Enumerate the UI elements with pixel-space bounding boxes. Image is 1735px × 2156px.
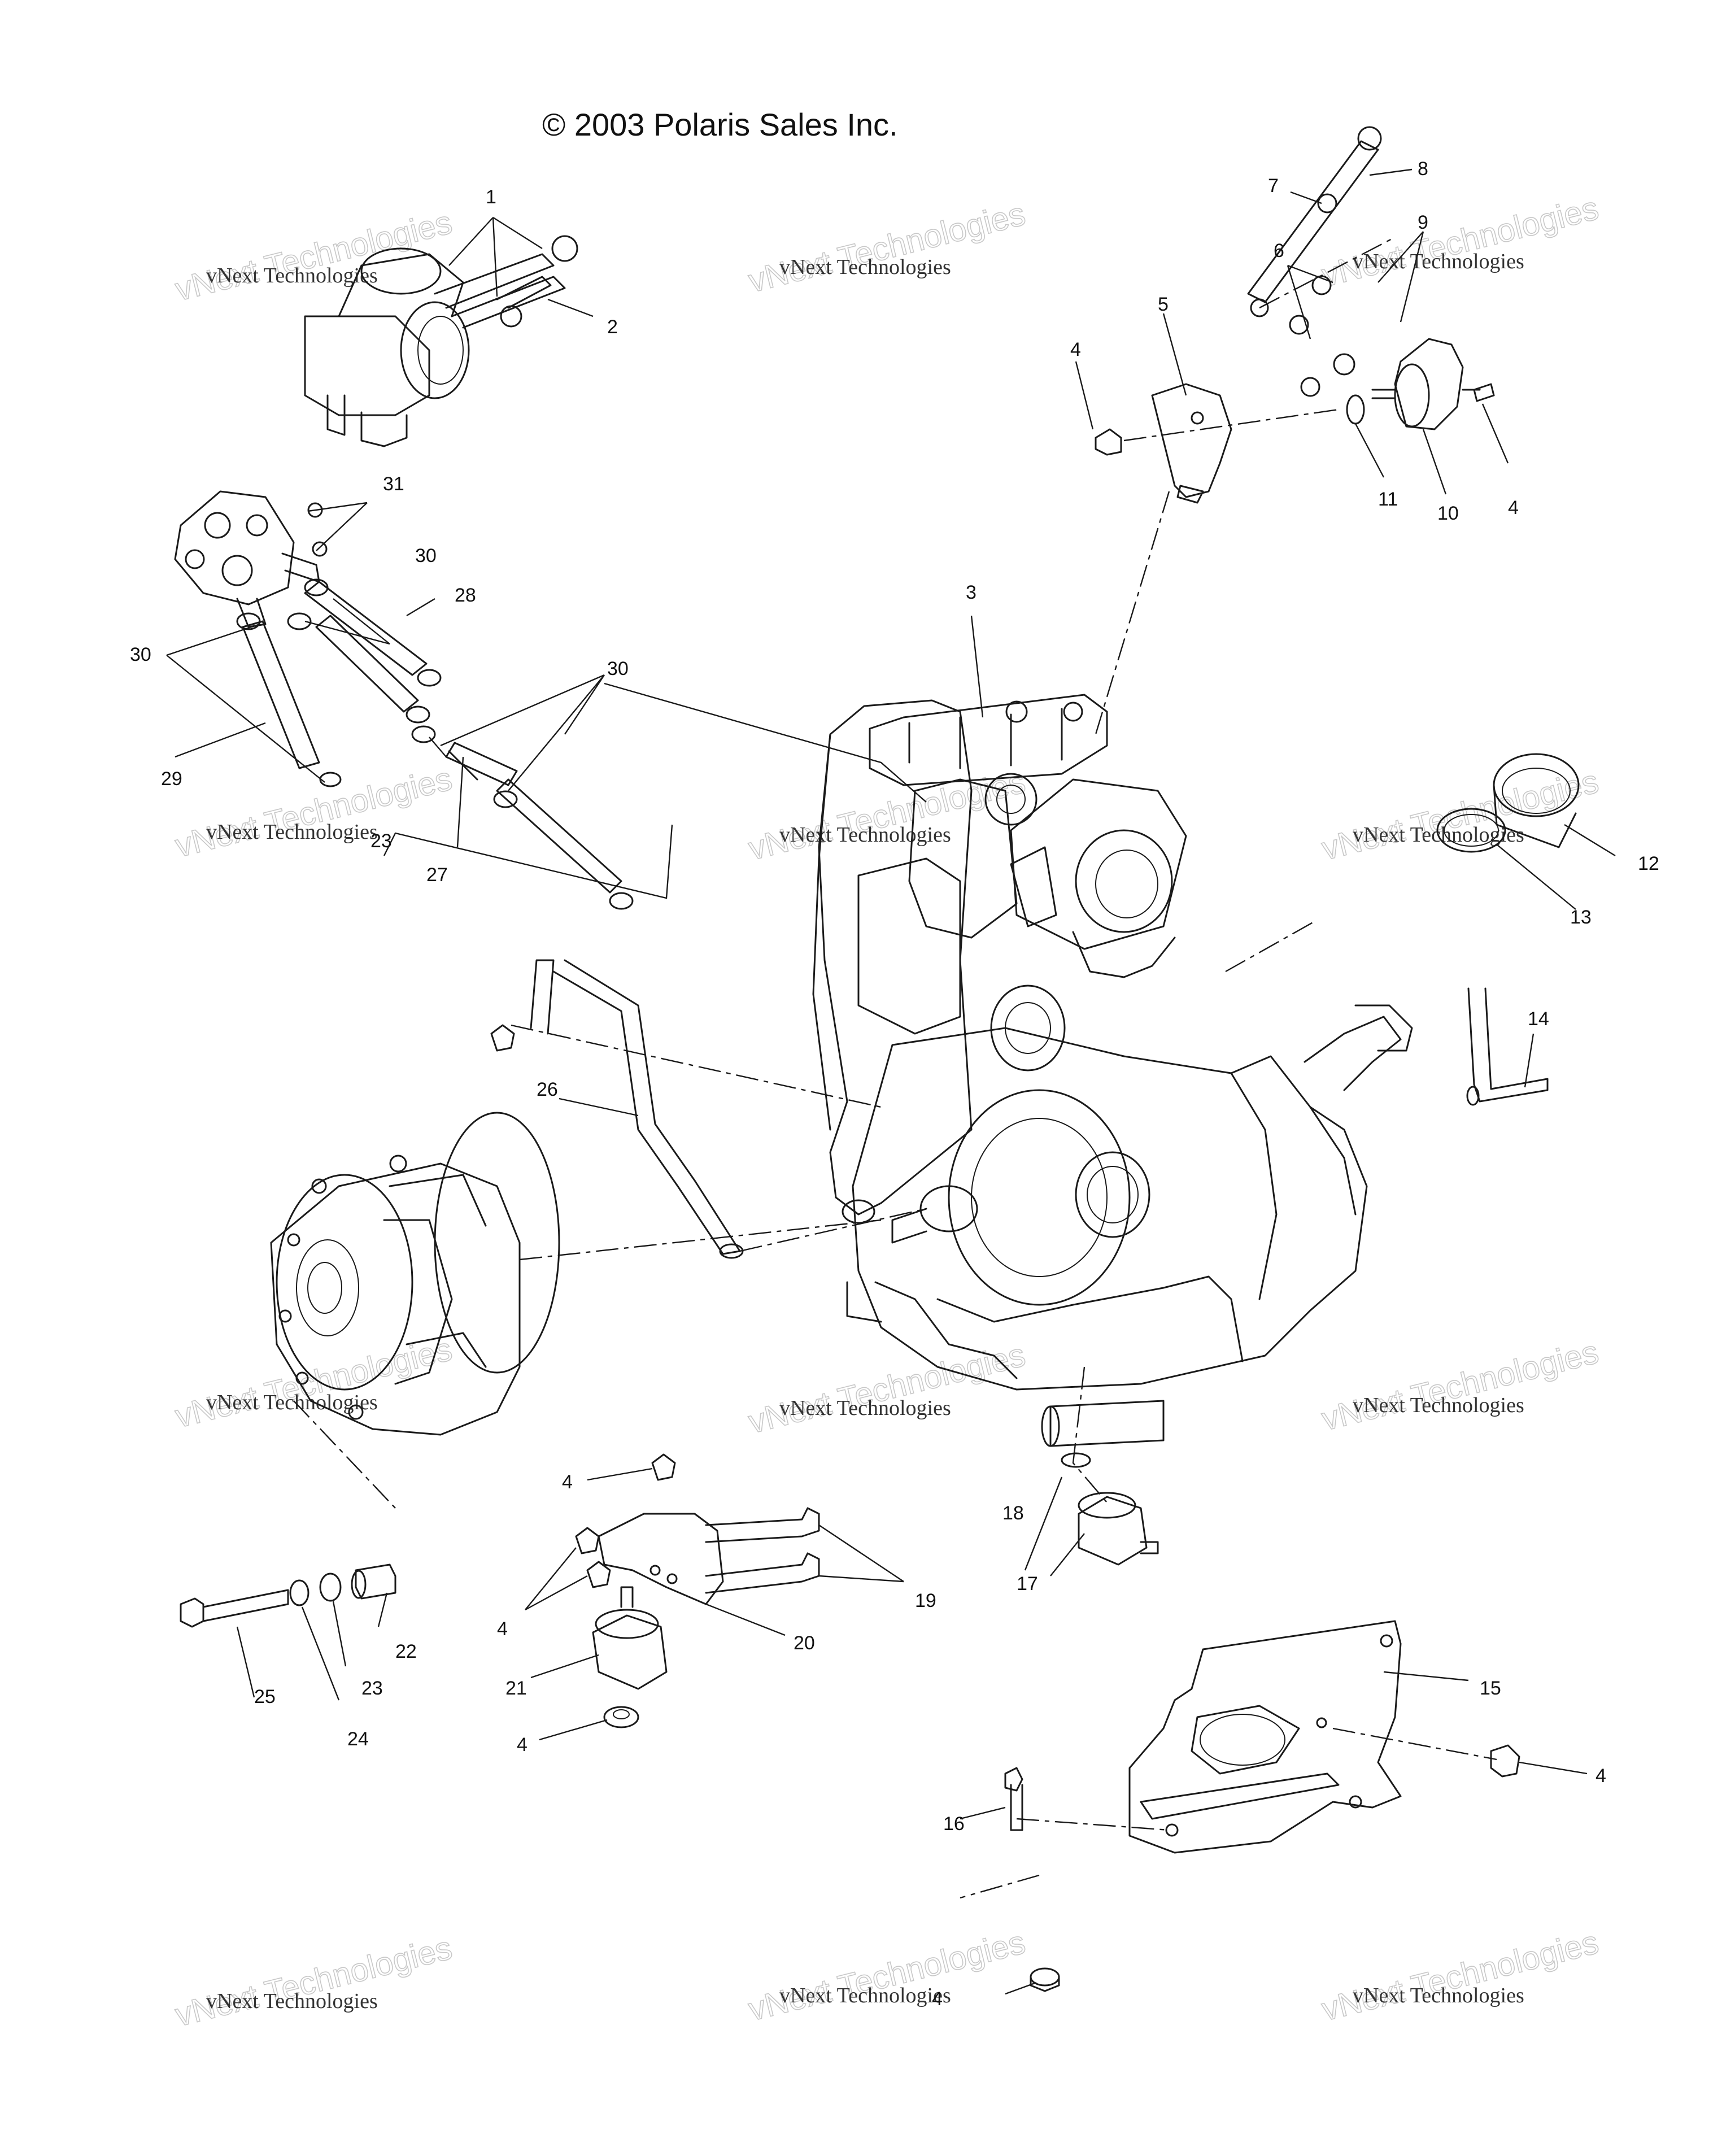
callout-6: 6 <box>1274 240 1284 262</box>
callout-26: 26 <box>537 1079 558 1100</box>
upper-mount-bracket <box>1095 126 1495 504</box>
callout-4: 4 <box>1508 497 1519 519</box>
callout-4: 4 <box>497 1618 508 1640</box>
svg-text:vNext Technologies: vNext Technologies <box>745 1336 1029 1440</box>
breather-line <box>1466 987 1549 1106</box>
callout-27: 27 <box>426 864 448 886</box>
callout-4: 4 <box>1595 1765 1606 1787</box>
callout-4: 4 <box>932 1988 943 2010</box>
callout-2: 2 <box>607 316 618 338</box>
callout-11: 11 <box>1378 489 1398 510</box>
callout-23: 23 <box>361 1678 383 1699</box>
callout-9: 9 <box>1418 212 1428 233</box>
callout-22: 22 <box>395 1641 417 1662</box>
callout-21: 21 <box>505 1678 527 1699</box>
callout-15: 15 <box>1480 1678 1501 1699</box>
svg-text:vNext Technologies: vNext Technologies <box>206 264 378 288</box>
svg-text:vNext Technologies: vNext Technologies <box>779 255 951 279</box>
mount-plate <box>1004 1620 1520 1992</box>
svg-text:vNext Technologies: vNext Technologies <box>1318 1924 1602 2028</box>
callout-14: 14 <box>1528 1008 1549 1030</box>
watermark: vNext Technologies vNext Technologies <box>744 195 1029 300</box>
watermark: vNext Technologies vNext Technologies <box>744 1923 1029 2028</box>
callout-5: 5 <box>1158 294 1169 315</box>
watermark: vNext Technologies vNext Technologies <box>171 760 456 865</box>
svg-text:vNext Technologies: vNext Technologies <box>745 1924 1029 2028</box>
callout-30: 30 <box>607 658 629 680</box>
callout-30: 30 <box>415 545 437 567</box>
callout-4: 4 <box>1070 339 1081 360</box>
callout-30: 30 <box>130 644 151 665</box>
svg-text:vNext Technologies: vNext Technologies <box>745 195 1029 299</box>
lower-left-mount-bracket <box>575 1453 820 1728</box>
watermark: vNext Technologies vNext Technologies <box>171 1330 456 1435</box>
svg-text:vNext Technologies: vNext Technologies <box>1353 1393 1524 1417</box>
fuel-pump-assembly <box>174 490 328 628</box>
callout-18: 18 <box>1002 1502 1024 1524</box>
svg-text:vNext Technologies: vNext Technologies <box>206 1989 378 2013</box>
callout-4: 4 <box>562 1471 573 1493</box>
svg-text:vNext Technologies: vNext Technologies <box>1353 250 1524 273</box>
callout-29: 29 <box>161 768 182 790</box>
callout-3: 3 <box>966 582 977 603</box>
svg-text:vNext Technologies: vNext Technologies <box>1318 190 1602 294</box>
svg-text:vNext Technologies: vNext Technologies <box>206 820 378 844</box>
callout-1: 1 <box>486 186 496 208</box>
callout-31: 31 <box>383 473 404 495</box>
callout-8: 8 <box>1418 158 1428 180</box>
assembly-lines <box>293 236 1497 1899</box>
callout-19: 19 <box>915 1590 936 1611</box>
callout-16: 16 <box>943 1813 965 1835</box>
watermark: vNext Technologies vNext Technologies <box>1318 189 1602 294</box>
callout-17: 17 <box>1017 1573 1038 1595</box>
callout-12: 12 <box>1638 853 1659 874</box>
callout-20: 20 <box>794 1632 815 1654</box>
svg-text:vNext Technologies: vNext Technologies <box>779 823 951 847</box>
svg-text:vNext Technologies: vNext Technologies <box>779 1984 951 2007</box>
watermark: vNext Technologies vNext Technologies <box>1318 763 1602 868</box>
watermark: vNext Technologies vNext Technologies <box>1318 1333 1602 1438</box>
callout-24: 24 <box>347 1728 369 1750</box>
watermarks: vNext Technologies vNext Technologies vN… <box>171 189 1602 2034</box>
vent-tube <box>490 959 744 1259</box>
svg-text:vNext Technologies: vNext Technologies <box>779 1396 951 1420</box>
svg-text:vNext Technologies: vNext Technologies <box>206 1391 378 1414</box>
callout-7: 7 <box>1268 175 1279 197</box>
callout-23: 23 <box>370 830 392 852</box>
engine-assembly <box>812 694 1413 1447</box>
clutch-hardware <box>180 1563 396 1628</box>
svg-text:vNext Technologies: vNext Technologies <box>1353 1984 1524 2007</box>
callout-25: 25 <box>254 1686 276 1708</box>
copyright-notice: © 2003 Polaris Sales Inc. <box>542 107 898 142</box>
callout-10: 10 <box>1437 503 1459 524</box>
watermark: vNext Technologies vNext Technologies <box>1318 1923 1602 2028</box>
svg-text:vNext Technologies: vNext Technologies <box>172 1331 456 1435</box>
leader-lines <box>166 168 1616 1995</box>
drive-clutch <box>270 1112 560 1436</box>
watermark: vNext Technologies vNext Technologies <box>744 1336 1029 1441</box>
svg-text:vNext Technologies: vNext Technologies <box>172 1929 456 2033</box>
svg-text:vNext Technologies: vNext Technologies <box>172 760 456 864</box>
svg-text:vNext Technologies: vNext Technologies <box>1318 1334 1602 1438</box>
svg-text:vNext Technologies: vNext Technologies <box>1318 763 1602 867</box>
callout-13: 13 <box>1570 907 1592 928</box>
callout-4: 4 <box>517 1734 528 1756</box>
callout-labels: 1 2 3 4 4 4 4 4 4 4 5 6 7 8 9 10 11 12 1… <box>130 158 1659 2010</box>
air-boot-and-clamp <box>1436 753 1580 853</box>
watermark: vNext Technologies vNext Technologies <box>171 1929 456 2034</box>
callout-28: 28 <box>455 585 476 606</box>
lower-right-mount <box>1061 1452 1159 1566</box>
carburetor-assembly <box>304 235 578 447</box>
